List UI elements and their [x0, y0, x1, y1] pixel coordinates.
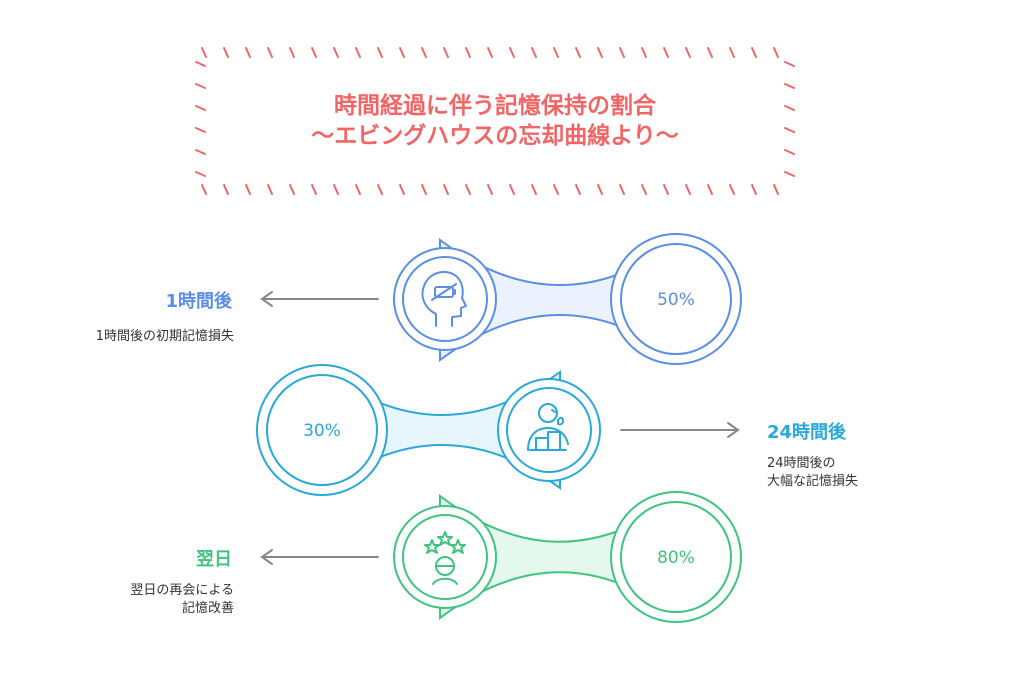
step-1-description: 1時間後の初期記憶損失 — [96, 328, 234, 346]
crying-person-icon — [527, 403, 569, 451]
dashed-border — [195, 47, 795, 195]
step-2-description: 24時間後の 大幅な記憶損失 — [767, 455, 858, 491]
step-1-value: 50% — [657, 290, 695, 310]
step-1-label: 1時間後 — [165, 291, 232, 312]
arrow-step-3 — [260, 549, 379, 565]
step-2-description-line-2: 大幅な記憶損失 — [767, 474, 859, 489]
step-2-description-line-1: 24時間後の — [767, 456, 836, 471]
step-3-description-line-2: 記憶改善 — [181, 601, 234, 616]
step-3-description: 翌日の再会による 記憶改善 — [130, 582, 234, 618]
step-1-connector — [393, 233, 742, 365]
arrow-step-1 — [260, 291, 379, 307]
title-line-1: 時間経過に伴う記憶保持の割合 — [334, 93, 656, 119]
step-2-value: 30% — [303, 421, 341, 441]
stars-person-icon — [424, 531, 466, 585]
step-3-description-line-1: 翌日の再会による — [130, 583, 234, 598]
step-1-description-line-1: 1時間後の初期記憶損失 — [95, 329, 234, 344]
title: 時間経過に伴う記憶保持の割合 〜エビングハウスの忘却曲線より〜 — [190, 42, 800, 200]
arrow-step-2 — [620, 422, 740, 438]
step-2-label: 24時間後 — [767, 422, 847, 443]
title-line-2: 〜エビングハウスの忘却曲線より〜 — [311, 123, 679, 149]
step-3-value: 80% — [657, 548, 695, 568]
head-battery-icon — [421, 270, 467, 327]
title-box: 時間経過に伴う記憶保持の割合 〜エビングハウスの忘却曲線より〜 — [190, 42, 800, 200]
step-3-label: 翌日 — [196, 549, 232, 570]
